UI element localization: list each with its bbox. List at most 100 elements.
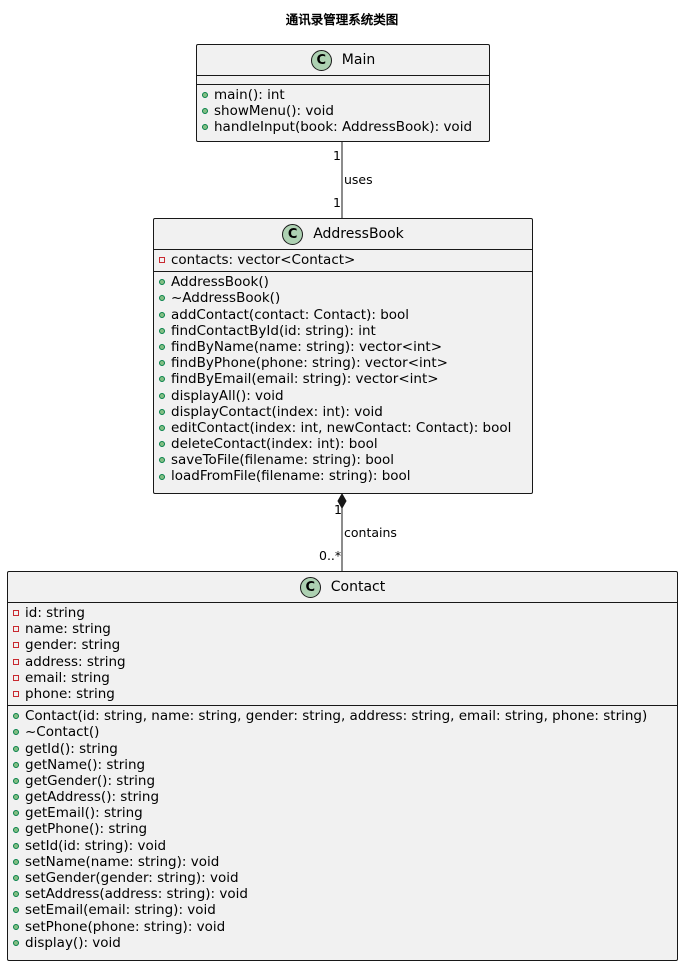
public-visibility-icon xyxy=(159,392,165,399)
member-text: setEmail(email: string): void xyxy=(25,902,216,919)
member-text: email: string xyxy=(25,669,110,686)
member-text: getAddress(): string xyxy=(25,789,160,806)
private-visibility-icon xyxy=(13,610,19,617)
member-text: setGender(gender: string): void xyxy=(25,870,239,886)
member-text: findContactById(id: string): int xyxy=(171,322,376,339)
public-visibility-icon xyxy=(13,729,19,736)
public-visibility-icon xyxy=(13,745,19,752)
class-method: AddressBook() xyxy=(154,274,532,290)
class-attribute: id: string xyxy=(8,605,677,621)
class-method: handleInput(book: AddressBook): void xyxy=(197,119,489,135)
public-visibility-icon xyxy=(159,311,165,318)
member-text: id: string xyxy=(25,605,85,621)
class-address-book-header: C AddressBook xyxy=(154,219,532,250)
member-text: loadFromFile(filename: string): bool xyxy=(171,468,411,485)
member-text: address: string xyxy=(25,653,126,670)
class-method: getGender(): string xyxy=(8,773,677,789)
class-attribute: contacts: vector<Contact> xyxy=(154,252,532,268)
class-contact-methods: Contact(id: string, name: string, gender… xyxy=(8,706,677,954)
private-visibility-icon xyxy=(13,626,19,633)
public-visibility-icon xyxy=(13,826,19,833)
class-main-header: C Main xyxy=(197,45,489,76)
private-visibility-icon xyxy=(13,642,19,649)
class-method: getAddress(): string xyxy=(8,789,677,805)
member-text: findByPhone(phone: string): vector<int> xyxy=(171,355,448,372)
public-visibility-icon xyxy=(13,891,19,898)
public-visibility-icon xyxy=(159,360,165,367)
class-contact-name: Contact xyxy=(330,579,386,595)
class-method: getEmail(): string xyxy=(8,805,677,821)
member-text: displayAll(): void xyxy=(171,387,284,404)
public-visibility-icon xyxy=(13,777,19,784)
diagram-title: 通讯录管理系统类图 xyxy=(285,12,399,27)
member-text: findByName(name: string): vector<int> xyxy=(171,338,443,355)
member-text: getGender(): string xyxy=(25,772,156,789)
member-text: name: string xyxy=(25,621,111,638)
public-visibility-icon xyxy=(13,713,19,720)
member-text: ~Contact() xyxy=(25,724,100,741)
public-visibility-icon xyxy=(159,424,165,431)
member-text: gender: string xyxy=(25,637,121,654)
member-text: displayContact(index: int): void xyxy=(171,403,383,420)
class-icon: C xyxy=(299,576,321,598)
public-visibility-icon xyxy=(159,344,165,351)
public-visibility-icon xyxy=(159,295,165,302)
uses-label: uses xyxy=(344,172,373,187)
class-method: main(): int xyxy=(197,87,489,103)
public-visibility-icon xyxy=(13,875,19,882)
class-method: getName(): string xyxy=(8,757,677,773)
composition-diamond-icon xyxy=(337,492,347,510)
class-contact-header: C Contact xyxy=(8,572,677,603)
public-visibility-icon xyxy=(159,457,165,464)
public-visibility-icon xyxy=(159,473,165,480)
class-attribute: name: string xyxy=(8,621,677,637)
class-address-book-attributes: contacts: vector<Contact> xyxy=(154,250,532,273)
class-main-attributes xyxy=(197,76,489,85)
class-method: getId(): string xyxy=(8,741,677,757)
class-attribute: address: string xyxy=(8,654,677,670)
public-visibility-icon xyxy=(13,810,19,817)
class-method: getPhone(): string xyxy=(8,821,677,837)
public-visibility-icon xyxy=(13,907,19,914)
member-text: getId(): string xyxy=(25,740,118,757)
public-visibility-icon xyxy=(202,92,208,99)
class-method: Contact(id: string, name: string, gender… xyxy=(8,708,677,724)
class-address-book[interactable]: C AddressBook contacts: vector<Contact> … xyxy=(153,218,533,494)
uses-to-multiplicity: 1 xyxy=(333,195,341,210)
class-method: setAddress(address: string): void xyxy=(8,886,677,902)
member-text: contacts: vector<Contact> xyxy=(171,252,356,268)
class-method: findContactById(id: string): int xyxy=(154,323,532,339)
public-visibility-icon xyxy=(159,408,165,415)
class-attribute: gender: string xyxy=(8,637,677,653)
member-text: getPhone(): string xyxy=(25,821,148,838)
class-method: setGender(gender: string): void xyxy=(8,870,677,886)
class-method: setId(id: string): void xyxy=(8,838,677,854)
member-text: editContact(index: int, newContact: Cont… xyxy=(171,419,512,436)
member-text: handleInput(book: AddressBook): void xyxy=(214,119,473,136)
public-visibility-icon xyxy=(202,124,208,131)
class-method: loadFromFile(filename: string): bool xyxy=(154,468,532,484)
member-text: AddressBook() xyxy=(171,274,269,291)
class-method: ~AddressBook() xyxy=(154,290,532,306)
public-visibility-icon xyxy=(202,108,208,115)
member-text: setPhone(phone: string): void xyxy=(25,918,226,935)
class-method: deleteContact(index: int): bool xyxy=(154,436,532,452)
class-method: findByName(name: string): vector<int> xyxy=(154,339,532,355)
class-method: ~Contact() xyxy=(8,724,677,740)
class-method: display(): void xyxy=(8,935,677,951)
member-text: phone: string xyxy=(25,685,115,702)
public-visibility-icon xyxy=(13,794,19,801)
member-text: saveToFile(filename: string): bool xyxy=(171,452,395,469)
private-visibility-icon xyxy=(13,658,19,665)
class-method: setPhone(phone: string): void xyxy=(8,919,677,935)
class-method: findByEmail(email: string): vector<int> xyxy=(154,371,532,387)
class-method: addContact(contact: Contact): bool xyxy=(154,307,532,323)
class-attribute: email: string xyxy=(8,670,677,686)
class-method: setName(name: string): void xyxy=(8,854,677,870)
public-visibility-icon xyxy=(159,327,165,334)
member-text: main(): int xyxy=(214,87,285,103)
